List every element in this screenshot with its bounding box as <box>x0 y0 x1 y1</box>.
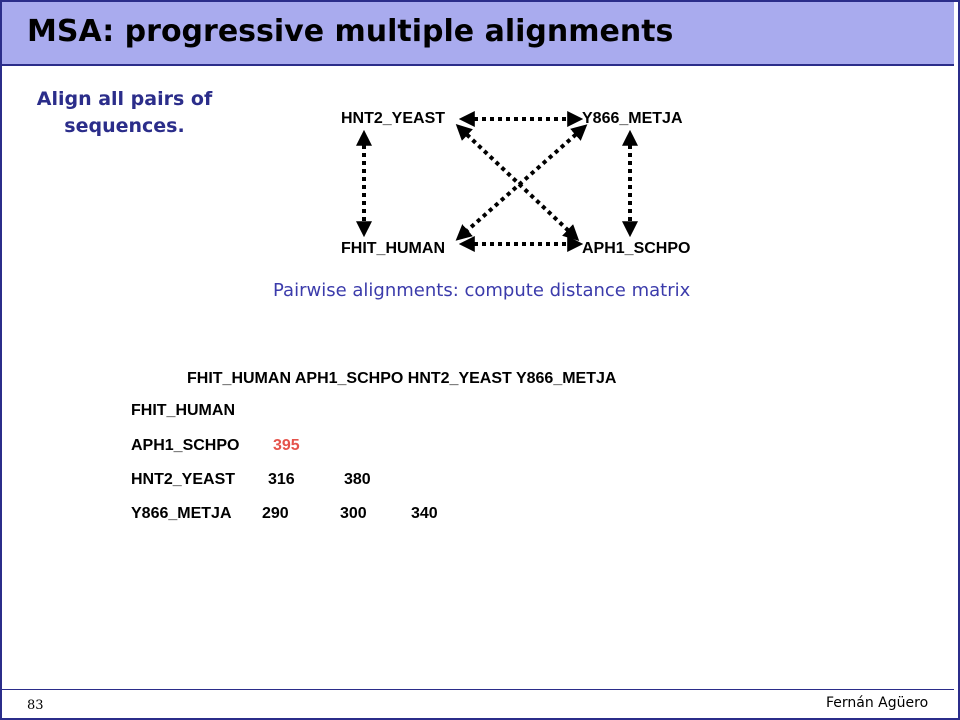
matrix-row-label: HNT2_YEAST <box>131 471 236 488</box>
node-fhit-human: FHIT_HUMAN <box>341 240 445 257</box>
matrix-row-label: APH1_SCHPO <box>131 437 240 454</box>
matrix-cell: 300 <box>340 505 367 522</box>
footer-divider <box>2 689 954 690</box>
matrix-cell: 395 <box>273 437 300 454</box>
arrow-y866-fhit <box>455 124 588 241</box>
page-number: 83 <box>27 698 44 713</box>
matrix-row-label: FHIT_HUMAN <box>131 402 235 419</box>
node-aph1-schpo: APH1_SCHPO <box>582 240 691 257</box>
diagram-caption: Pairwise alignments: compute distance ma… <box>273 280 691 301</box>
matrix-header: FHIT_HUMAN APH1_SCHPO HNT2_YEAST Y866_ME… <box>187 370 617 387</box>
title-bar: MSA: progressive multiple alignments <box>2 2 954 66</box>
node-hnt2-yeast: HNT2_YEAST <box>341 110 446 127</box>
matrix-row-label: Y866_METJA <box>131 505 232 522</box>
slide-title: MSA: progressive multiple alignments <box>27 14 674 49</box>
author-name: Fernán Agüero <box>826 695 929 711</box>
matrix-cell: 340 <box>411 505 438 522</box>
matrix-cell: 290 <box>262 505 289 522</box>
matrix-cell: 316 <box>268 471 295 488</box>
slide-subtitle: Align all pairs of sequences. <box>36 88 213 137</box>
matrix-cell: 380 <box>344 471 371 488</box>
node-y866-metja: Y866_METJA <box>582 110 683 127</box>
